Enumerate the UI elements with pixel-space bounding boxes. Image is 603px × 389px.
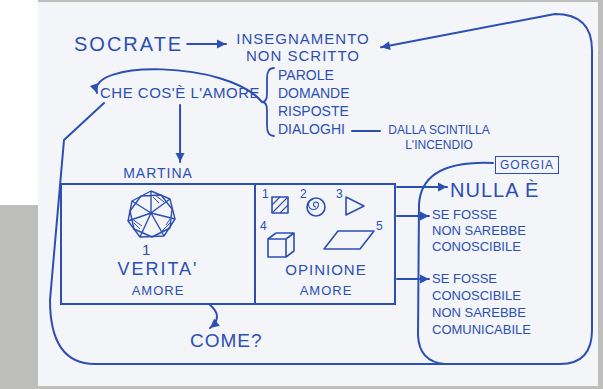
arrow-connector <box>210 305 220 328</box>
node-text: COME? <box>190 330 263 353</box>
arrow-head <box>381 41 391 50</box>
web-page-strip <box>0 0 38 205</box>
node-text: SE FOSSE CONOSCIBILE NON SAREBBE COMUNIC… <box>432 270 538 338</box>
shape-sketches <box>256 163 396 263</box>
node-text: DIALOGHI <box>278 120 350 138</box>
node-text: NULLA È <box>450 178 539 202</box>
spiral-circle <box>307 198 325 216</box>
curly-brace <box>262 66 276 138</box>
node-text: SOCRATE <box>74 32 183 56</box>
node-text: SE FOSSE NON SAREBBE CONOSCIBILE <box>432 207 528 255</box>
question-text: CHE COS'È L'AMORE <box>100 84 260 102</box>
cube <box>268 233 294 257</box>
connector-line <box>96 69 262 102</box>
arrow-head <box>420 212 429 221</box>
arrow-connector <box>397 212 429 221</box>
node-text: 3 <box>336 187 343 201</box>
node-text: VERITA' <box>60 259 256 281</box>
hatched-square <box>272 197 288 213</box>
node-text: CHE COS'È L'AMORE <box>100 84 260 102</box>
arrow-head <box>176 153 185 162</box>
node-text: 4 <box>260 219 267 233</box>
node-text: 2 <box>300 187 307 201</box>
note-text: DALLA SCINTILLA L'INCENDIO <box>385 123 493 153</box>
triangle <box>346 197 364 215</box>
node-text: OPINIONE <box>256 261 396 279</box>
concept-word: SOCRATE <box>74 32 183 56</box>
node-text: 1 <box>262 187 269 201</box>
truth-box: MARTINA 1VERITA' AMORE <box>60 163 256 305</box>
arrow-connector <box>397 275 429 284</box>
connector-line <box>50 14 592 364</box>
name-box: GORGIA <box>495 156 559 174</box>
concept-word: INSEGNAMENTO NON SCRITTO <box>228 30 378 65</box>
node-text: GORGIA <box>500 158 554 172</box>
arrow-connector <box>187 40 226 49</box>
node-text: 5 <box>376 219 383 233</box>
node-text: PAROLE <box>278 66 350 84</box>
arrow-head <box>210 319 220 328</box>
node-text: DOMANDE <box>278 84 350 102</box>
arrow-head <box>90 83 99 93</box>
polyhedron-drawing <box>126 189 176 239</box>
node-text: AMORE <box>60 283 256 299</box>
opinion-box: 1 2 3 4 5OPINIONE AMORE <box>256 163 396 305</box>
word-list: PAROLEDOMANDERISPOSTEDIALOGHI <box>262 66 350 138</box>
question-text: COME? <box>190 330 263 353</box>
node-text: MARTINA <box>60 165 256 182</box>
arrow-head <box>438 183 447 192</box>
thesis-text: SE FOSSE NON SAREBBE CONOSCIBILE <box>432 207 528 255</box>
dash-line <box>352 130 380 132</box>
arrow-connector <box>90 69 262 102</box>
arrow-connector <box>176 105 185 162</box>
parallelogram <box>324 231 374 249</box>
node-text: INSEGNAMENTO NON SCRITTO <box>228 30 378 65</box>
node-text: 1 <box>142 241 150 259</box>
arrow-head <box>217 40 226 49</box>
thesis-text: SE FOSSE CONOSCIBILE NON SAREBBE COMUNIC… <box>432 270 538 338</box>
node-text: AMORE <box>256 283 396 299</box>
arrow-connector <box>397 183 447 192</box>
node-text: RISPOSTE <box>278 102 350 120</box>
thesis-text: NULLA È <box>450 178 539 202</box>
arrow-connector <box>50 14 592 364</box>
arrow-head <box>420 275 429 284</box>
